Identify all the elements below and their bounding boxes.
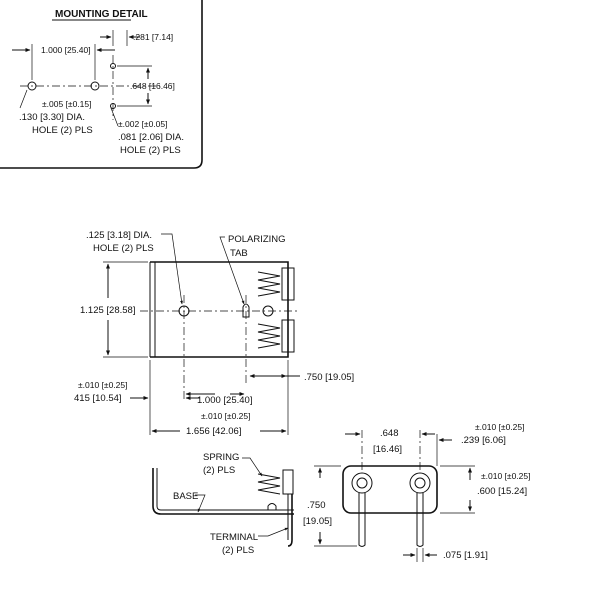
small-hole-tolerance: ±.002 [±0.05] [118,119,168,129]
large-hole [90,81,100,91]
length-tolerance: ±.010 [±0.25] [201,411,251,421]
terminal-length-label: .750 [307,500,326,511]
right-offset-label: .750 [19.05] [304,372,354,383]
end-width-label-2: [16.46] [373,444,402,455]
large-hole-tolerance: ±.005 [±0.15] [42,99,92,109]
terminal-length-label-2: [19.05] [303,516,332,527]
small-hole [110,103,116,109]
contact-ring [409,472,431,494]
base-label: BASE [173,491,198,502]
small-hole [110,63,116,69]
large-hole [27,81,37,91]
offset-top-label: .281 [7.14] [133,32,173,42]
large-hole-callout: .130 [3.30] DIA. [19,112,85,123]
hole-spacing-label: 1.000 [25.40] [197,395,252,406]
end-right-tolerance: ±.010 [±0.25] [475,422,525,432]
contact-plate [281,319,295,353]
spring-qty: (2) PLS [203,465,235,476]
mounting-detail-title: MOUNTING DETAIL [55,9,148,20]
polarizing-tab [242,303,250,318]
end-width-label: .648 [380,428,399,439]
terminal [287,494,293,547]
height-label: 1.125 [28.58] [80,305,135,316]
terminal-pin [358,493,366,547]
terminal-leader [258,527,289,537]
offset-vertical-label: .648 [16.46] [130,81,175,91]
spring [257,271,281,297]
large-hole-qty: HOLE (2) PLS [32,125,93,136]
spring-label: SPRING [203,452,239,463]
terminal-qty: (2) PLS [222,545,254,556]
contact-plate [282,469,294,495]
contact-plate [281,267,295,301]
base-leader [195,494,206,513]
spring-leader [242,457,263,477]
end-height-tolerance: ±.010 [±0.25] [481,471,531,481]
end-plate [342,465,438,514]
polarizing-label: POLARIZING [228,234,286,245]
holder-body [150,261,289,358]
small-hole-qty: HOLE (2) PLS [120,145,181,156]
end-view: .648 [16.46] ±.010 [±0.25] .239 [6.06] ±… [303,422,531,562]
end-right-offset: .239 [6.06] [461,435,506,446]
contact-ring [351,472,373,494]
small-hole-callout: .081 [2.06] DIA. [118,132,184,143]
left-offset-tolerance: ±.010 [±0.25] [78,380,128,390]
terminal-pin [416,493,424,547]
mounting-detail: MOUNTING DETAIL 1.000 [25.40] .281 [7.14… [0,0,203,169]
base-profile [152,468,294,515]
end-height-label: .600 [15.24] [477,486,527,497]
mounting-hole [178,305,190,317]
detail-frame [0,0,203,169]
spring [257,323,281,349]
leader-line [19,89,28,109]
terminal-width-label: .075 [1.91] [443,550,488,561]
left-offset-label: 415 [10.54] [74,393,122,404]
hole-qty: HOLE (2) PLS [93,243,154,254]
terminal-label: TERMINAL [210,532,258,543]
hole-callout: .125 [3.18] DIA. [86,230,152,241]
contact-ring-inner [414,477,426,489]
spring [257,473,281,495]
leader-line [110,107,119,127]
mounting-hole [262,305,274,317]
contact-ring-inner [356,477,368,489]
length-label: 1.656 [42.06] [186,426,241,437]
polarizing-label-2: TAB [230,248,248,259]
polarizing-leader [219,236,245,305]
spacing-label: 1.000 [25.40] [41,45,91,55]
base-inner [156,468,294,511]
top-view: .125 [3.18] DIA. HOLE (2) PLS POLARIZING… [74,230,354,437]
polarizing-bump [267,503,277,510]
hole-leader [161,233,183,305]
side-view: SPRING (2) PLS BASE TERMINAL (2) PLS [152,452,294,556]
